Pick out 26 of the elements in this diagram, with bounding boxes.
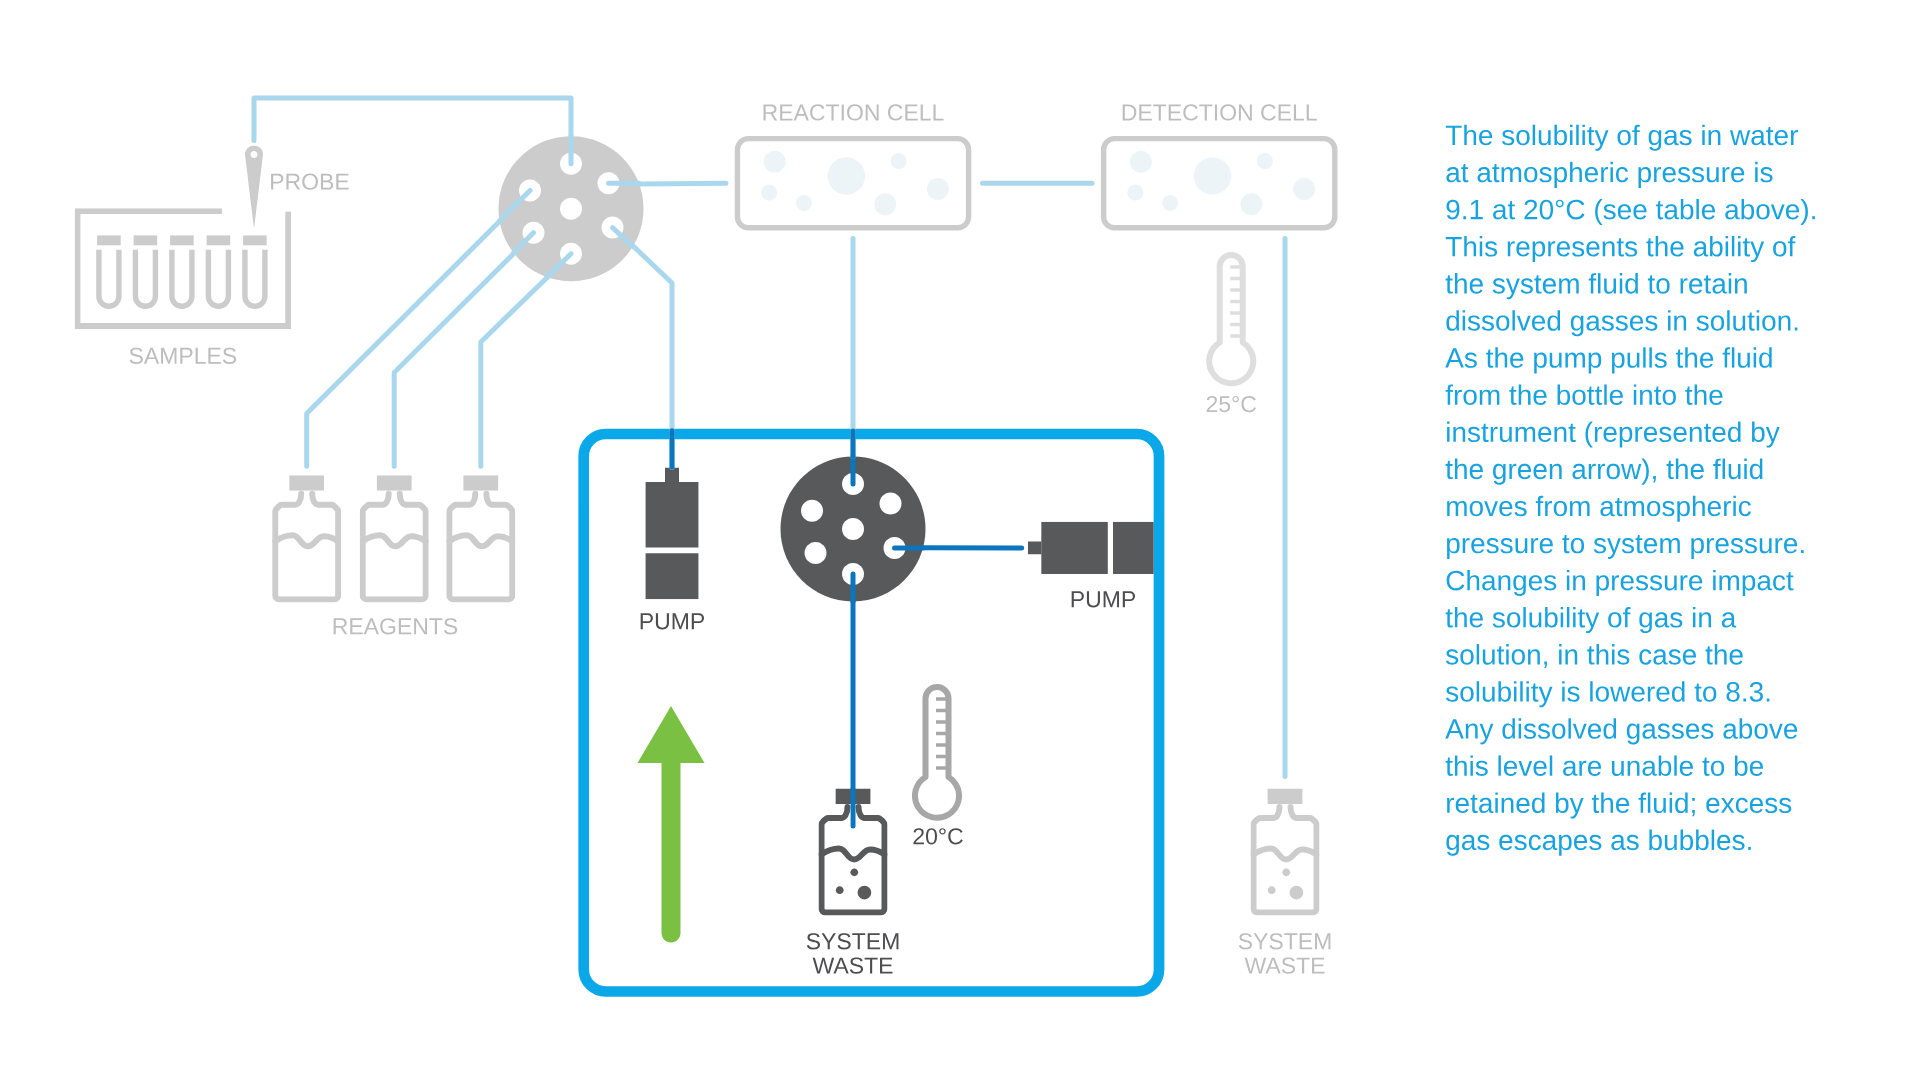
group-label: REAGENTS bbox=[333, 618, 458, 635]
tubing bbox=[391, 250, 517, 469]
temperature-label: 25°C bbox=[1206, 395, 1257, 413]
description-text: The solubility of gas in water at atmospheric pressure is 9.1 at 20°C (see table above). This represents the ability of the system fluid to retain dissolved gasses in solution. As the pump pulls the fluid from the bottle into the instrument (represented by the green arrow), the fluid moves from atmospheric pressure to system pressure. Changes in pressure impact the solubility of gas in a solution, in this case the solubility is lowered to 8.3. Any dissolved gasses above this level are unable to be retained by the fluid; excess gas escapes as bubbles. bbox=[1445, 124, 1815, 856]
tubing bbox=[304, 218, 503, 469]
cell-title: REACTION CELL bbox=[763, 104, 944, 121]
tubing bbox=[980, 180, 1095, 186]
bottle bbox=[272, 475, 342, 603]
cell-title: DETECTION CELL bbox=[1122, 104, 1317, 121]
bottle bbox=[446, 475, 516, 603]
component-label: SYSTEM WASTE bbox=[806, 933, 899, 974]
tubing bbox=[920, 545, 1025, 551]
bottle bbox=[359, 475, 429, 603]
tubing bbox=[850, 599, 856, 791]
component-label: PROBE bbox=[271, 173, 349, 190]
tubing bbox=[850, 236, 856, 459]
tubing bbox=[630, 243, 675, 470]
component-label: SAMPLES bbox=[129, 347, 237, 364]
tubing bbox=[478, 274, 550, 469]
component-label: PUMP bbox=[640, 613, 704, 630]
tubing bbox=[636, 180, 729, 187]
component-label: SYSTEM WASTE bbox=[1238, 933, 1331, 974]
component-label: PUMP bbox=[1071, 591, 1135, 608]
tubing bbox=[251, 95, 574, 144]
tubing bbox=[1282, 236, 1288, 779]
instrument-frame bbox=[578, 428, 1165, 997]
